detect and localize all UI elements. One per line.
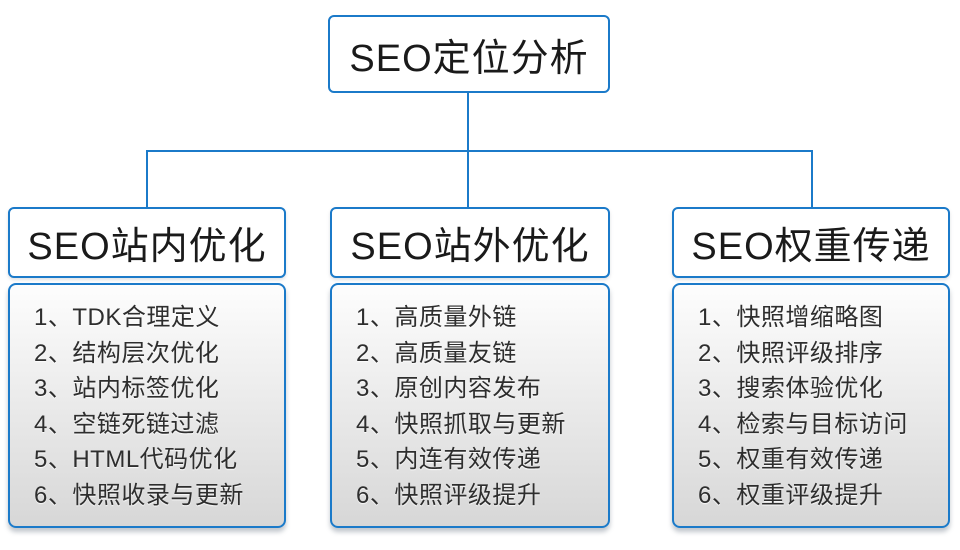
list-item: 3、搜索体验优化 <box>698 375 884 402</box>
list-item: 4、检索与目标访问 <box>698 410 908 438</box>
list-item: 3、站内标签优化 <box>34 375 220 402</box>
list-offsite-optimization: 1、高质量外链 2、高质量友链 3、原创内容发布 4、快照抓取与更新 5、内连有… <box>330 283 610 528</box>
node-weight-label: SEO权重传递 <box>691 226 931 268</box>
node-weight-transfer: SEO权重传递 <box>672 207 950 278</box>
node-onsite-label: SEO站内优化 <box>27 226 267 268</box>
list-item: 1、快照增缩略图 <box>698 304 884 331</box>
list-item: 3、原创内容发布 <box>356 375 542 402</box>
node-offsite-optimization: SEO站外优化 <box>330 207 610 278</box>
connector-branch-bar <box>146 150 813 152</box>
list-item: 1、TDK合理定义 <box>34 304 220 331</box>
connector-drop-right <box>811 150 813 208</box>
list-item: 6、快照评级提升 <box>356 481 542 509</box>
list-item: 5、HTML代码优化 <box>34 446 238 473</box>
list-item: 2、高质量友链 <box>356 339 517 367</box>
list-item: 4、快照抓取与更新 <box>356 410 566 438</box>
list-weight-transfer: 1、快照增缩略图 2、快照评级排序 3、搜索体验优化 4、检索与目标访问 5、权… <box>672 283 950 528</box>
node-offsite-label: SEO站外优化 <box>350 226 590 268</box>
list-onsite-optimization: 1、TDK合理定义 2、结构层次优化 3、站内标签优化 4、空链死链过滤 5、H… <box>8 283 286 528</box>
list-item: 4、空链死链过滤 <box>34 410 220 438</box>
list-item: 6、快照收录与更新 <box>34 481 244 509</box>
connector-drop-middle <box>467 150 469 208</box>
list-item: 2、快照评级排序 <box>698 339 884 367</box>
list-item: 5、内连有效传递 <box>356 446 542 473</box>
root-node: SEO定位分析 <box>328 15 610 93</box>
list-item: 6、权重评级提升 <box>698 481 884 509</box>
root-node-label: SEO定位分析 <box>349 37 589 80</box>
connector-root-stem <box>467 93 469 151</box>
list-item: 1、高质量外链 <box>356 304 517 331</box>
connector-drop-left <box>146 150 148 208</box>
list-item: 5、权重有效传递 <box>698 446 884 473</box>
node-onsite-optimization: SEO站内优化 <box>8 207 286 278</box>
list-item: 2、结构层次优化 <box>34 339 220 367</box>
